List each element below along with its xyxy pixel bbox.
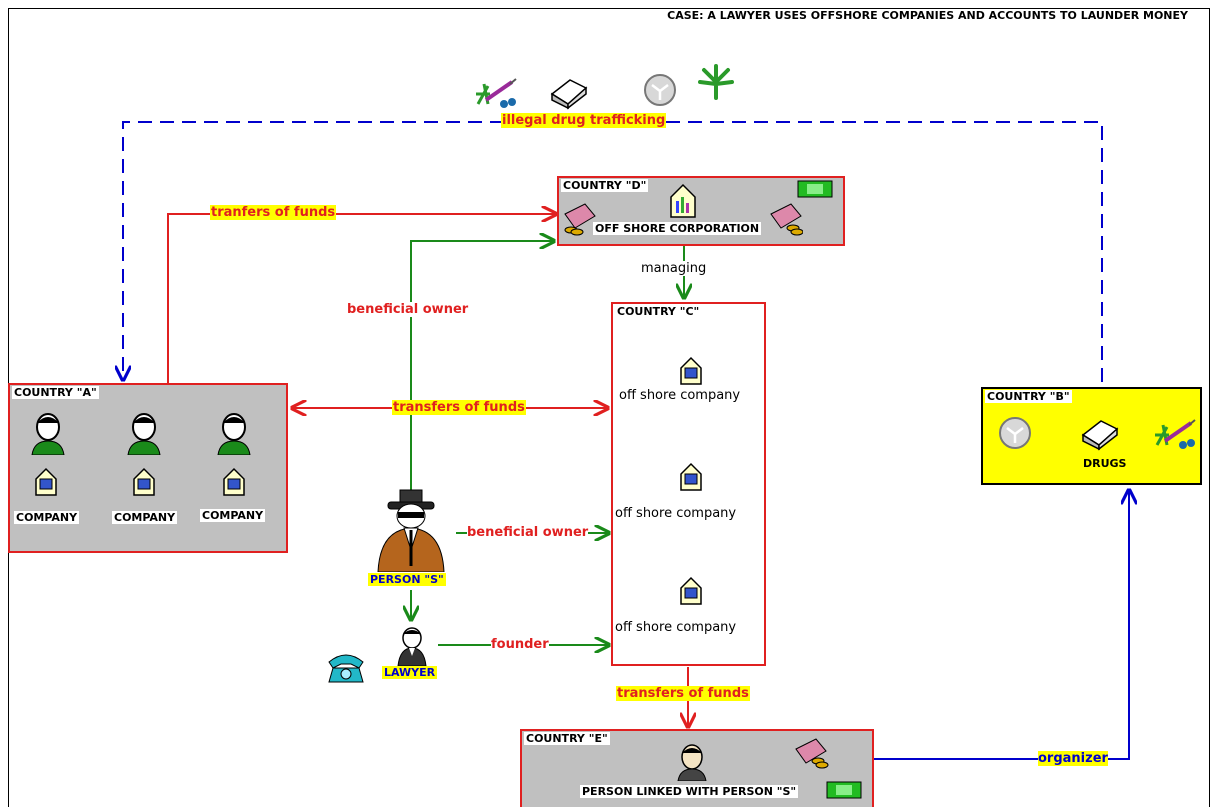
syringe-marijuana-icon: [476, 78, 517, 108]
managing-label: managing: [641, 261, 707, 276]
drugs-label: DRUGS: [1083, 457, 1127, 470]
offshore-company-2-label: off shore company: [615, 506, 737, 521]
bank-account-icon: [795, 738, 829, 769]
company-a1-label: COMPANY: [14, 511, 80, 524]
company-icon: [133, 467, 155, 496]
country-e-title: COUNTRY "E": [524, 732, 610, 745]
company-icon: [35, 467, 57, 496]
transfers-of-funds-ce-label: transfers of funds: [616, 686, 750, 701]
company-a2-label: COMPANY: [112, 511, 178, 524]
money-icon: [826, 781, 862, 799]
corporation-chart-icon: [670, 183, 696, 218]
bank-account-icon: [564, 203, 596, 236]
funds-a-to-d-line: [167, 214, 556, 383]
company-a3-label: COMPANY: [200, 509, 266, 522]
company-icon: [680, 356, 702, 385]
country-d-box[interactable]: COUNTRY "D" OFF SHORE CORPORATION: [557, 176, 845, 246]
founder-label: founder: [491, 637, 549, 652]
bank-account-icon-2: [770, 203, 803, 236]
person-s-label: PERSON "S": [368, 573, 446, 586]
transfers-of-funds-ac-label: transfers of funds: [392, 400, 526, 415]
company-icon: [680, 576, 702, 605]
offshore-company-1-label: off shore company: [619, 388, 741, 403]
company-icon: [680, 462, 702, 491]
thinking-person-icon: [677, 744, 707, 781]
beneficial-owner-s-to-d-line: [410, 241, 554, 490]
country-d-title: COUNTRY "D": [561, 179, 649, 192]
marijuana-leaf-icon: [698, 64, 734, 100]
drug-package-icon: [550, 79, 588, 110]
beneficial-owner-label-2: beneficial owner: [467, 525, 589, 540]
telephone-icon: [328, 654, 364, 683]
country-a-box[interactable]: COUNTRY "A" COMPANY COMPANY: [8, 383, 288, 553]
pill-icon: [644, 74, 676, 106]
offshore-corporation-label: OFF SHORE CORPORATION: [593, 222, 762, 235]
organizer-line: [874, 490, 1129, 760]
country-b-box[interactable]: COUNTRY "B" DRUGS: [981, 387, 1202, 485]
person-icon: [31, 413, 65, 455]
country-b-title: COUNTRY "B": [985, 390, 1072, 403]
case-title: CASE: A LAWYER USES OFFSHORE COMPANIES A…: [667, 9, 1188, 22]
company-icon: [223, 467, 245, 496]
illegal-drug-trafficking-label: illegal drug trafficking: [501, 113, 667, 128]
lawyer-label: LAWYER: [382, 666, 438, 679]
organizer-label: organizer: [1038, 751, 1108, 766]
person-s-icon[interactable]: [374, 488, 448, 572]
lawyer-icon[interactable]: [396, 626, 428, 666]
offshore-company-3-label: off shore company: [615, 620, 737, 635]
beneficial-owner-label-1: beneficial owner: [347, 302, 469, 317]
person-linked-label: PERSON LINKED WITH PERSON "S": [580, 785, 799, 798]
country-c-title: COUNTRY "C": [615, 305, 702, 318]
pill-icon: [999, 417, 1031, 449]
person-icon: [217, 413, 251, 455]
country-e-box[interactable]: COUNTRY "E" PERSON LINKED WITH PERSON "S…: [520, 729, 874, 807]
syringe-marijuana-icon: [1155, 419, 1196, 449]
tranfers-of-funds-label: tranfers of funds: [210, 205, 337, 220]
drug-package-icon: [1081, 420, 1119, 451]
person-icon: [127, 413, 161, 455]
country-c-box[interactable]: COUNTRY "C" off shore company off shore …: [611, 302, 766, 666]
country-a-title: COUNTRY "A": [12, 386, 99, 399]
money-icon: [797, 180, 833, 198]
